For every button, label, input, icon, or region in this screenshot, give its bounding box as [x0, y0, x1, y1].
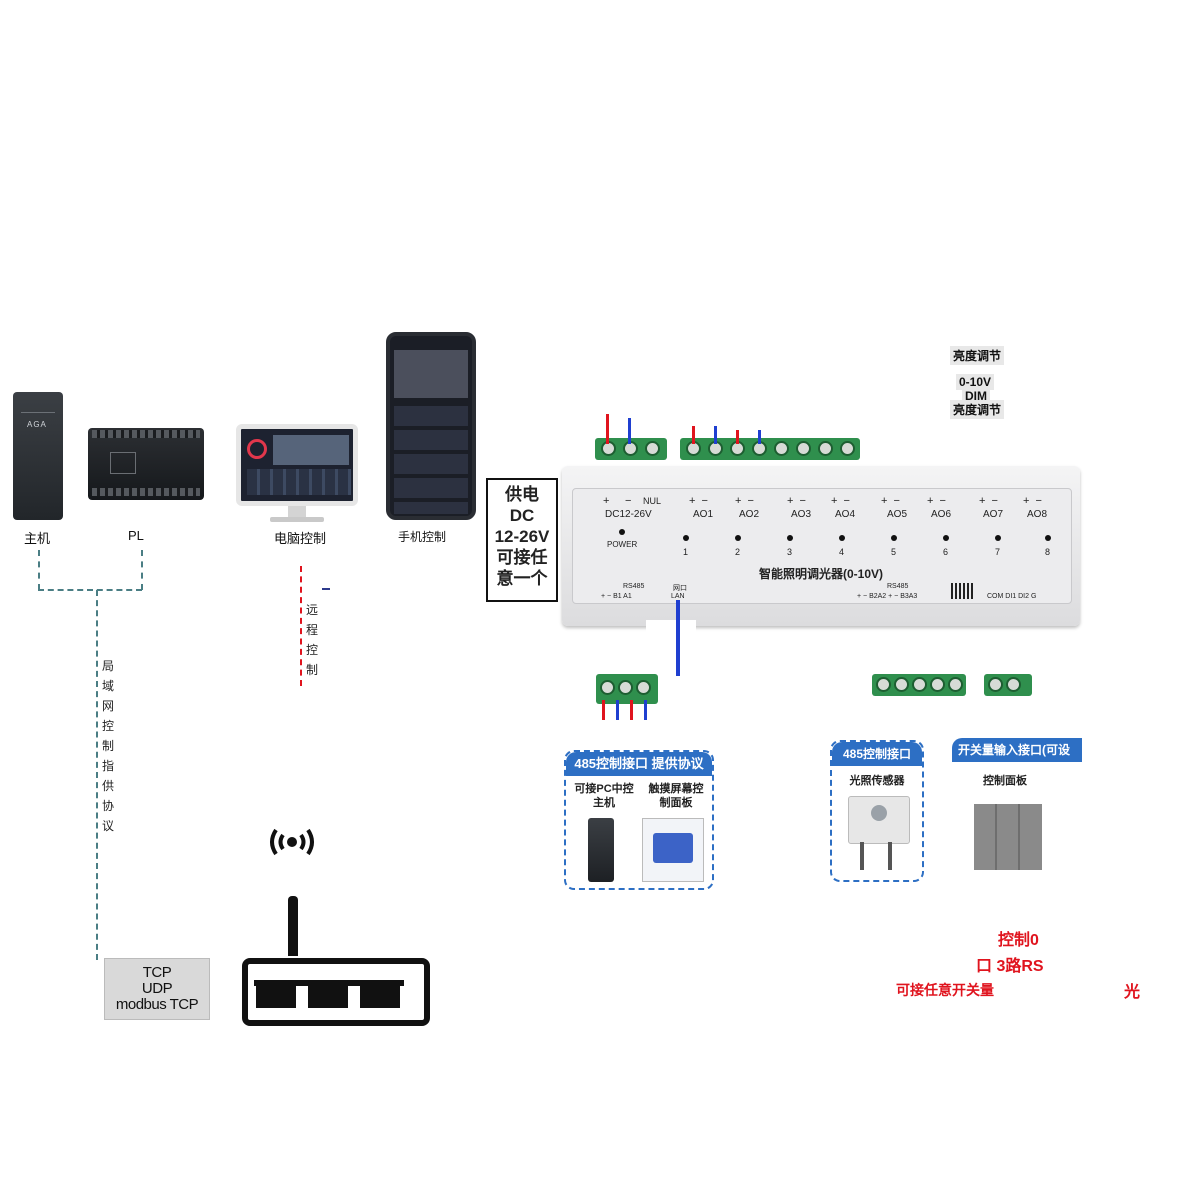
channel-led — [683, 535, 689, 541]
dim-note-1: 亮度调节 — [950, 346, 1004, 365]
card-switch-header: 开关量输入接口(可设 — [952, 738, 1082, 762]
channel-number: 5 — [891, 547, 896, 557]
module-panel: + − NUL DC12-26V POWER + − + − + − + − +… — [572, 488, 1072, 604]
router-port-icon — [308, 986, 348, 1008]
channel-led — [891, 535, 897, 541]
touch-panel-image — [642, 818, 704, 882]
plc-device — [88, 428, 204, 500]
channel-ao3: AO3 — [791, 509, 811, 520]
plc-label: PL — [128, 528, 144, 543]
rs485-terminal-block-2 — [872, 674, 966, 696]
power-note-2: 意一个 — [488, 568, 556, 589]
host-brand: AGA — [27, 420, 47, 429]
remote-control-note: 远程控制 — [306, 600, 320, 680]
red-note-1: 控制0 — [998, 926, 1039, 950]
channel-number: 8 — [1045, 547, 1050, 557]
remote-dashed-line — [300, 566, 302, 686]
protocol-box: TCP UDP modbus TCP — [104, 958, 210, 1020]
phone-device — [386, 332, 476, 520]
channel-number: 1 — [683, 547, 688, 557]
computer-monitor — [236, 424, 358, 506]
wire-blue — [628, 418, 631, 444]
qr-code-icon — [951, 583, 973, 599]
router-port-icon — [256, 986, 296, 1008]
host-label: 主机 — [24, 528, 50, 547]
lan-control-note: 局域网控制 指供协议 — [102, 656, 116, 836]
channel-led — [839, 535, 845, 541]
channel-number: 7 — [995, 547, 1000, 557]
channel-ao2: AO2 — [739, 509, 759, 520]
router-port-icon — [360, 986, 400, 1008]
power-title: 供电 — [488, 484, 556, 505]
channel-ao8: AO8 — [1027, 509, 1047, 520]
red-note-2: 口 3路RS — [976, 952, 1044, 976]
card-485-host-header: 485控制接口 提供协议 — [566, 752, 712, 776]
rs485-right-pins: + − B2A2 + − B3A3 — [857, 593, 917, 600]
channel-ao6: AO6 — [931, 509, 951, 520]
protocol-tcp: TCP — [105, 965, 209, 981]
light-sensor-image — [848, 796, 910, 844]
card-485-host-left-text: 可接PC中控主机 — [574, 782, 634, 810]
wifi-icon — [266, 824, 318, 864]
di-pins: COM DI1 DI2 G — [987, 593, 1036, 600]
lan-dashed-line-host — [38, 550, 40, 590]
rs485-left-pins: + − B1 A1 — [601, 593, 632, 600]
power-spec: DC12-26V — [605, 509, 652, 520]
host-device: AGA — [13, 392, 63, 520]
channel-number: 3 — [787, 547, 792, 557]
router-antenna — [288, 896, 298, 956]
card-485-host: 485控制接口 提供协议 可接PC中控主机 触摸屏幕控制面板 — [564, 750, 714, 890]
wire-red — [606, 414, 609, 444]
router-device — [242, 958, 430, 1026]
channel-ao1: AO1 — [693, 509, 713, 520]
rs485-right-label: RS485 — [887, 583, 908, 590]
pc-host-image — [588, 818, 614, 882]
channel-led — [735, 535, 741, 541]
card-485-host-right-text: 触摸屏幕控制面板 — [644, 782, 708, 810]
computer-label: 电脑控制 — [274, 528, 326, 547]
power-supply-label: 供电 DC 12-26V 可接任 意一个 — [486, 478, 558, 602]
power-led-label: POWER — [607, 540, 637, 549]
protocol-modbus: modbus TCP — [105, 997, 209, 1013]
power-note-1: 可接任 — [488, 547, 556, 568]
card-light-sensor: 485控制接口 光照传感器 — [830, 740, 924, 882]
di-terminal-block — [984, 674, 1032, 696]
channel-ao4: AO4 — [835, 509, 855, 520]
rs485-left-label: RS485 — [623, 583, 644, 590]
red-note-4: 光 — [1124, 978, 1140, 1002]
output-terminal-block — [680, 438, 860, 460]
channel-led — [1045, 535, 1051, 541]
power-voltage: 12-26V — [488, 526, 556, 547]
protocol-udp: UDP — [105, 981, 209, 997]
dimmer-module: + − NUL DC12-26V POWER + − + − + − + − +… — [562, 466, 1080, 626]
phone-label: 手机控制 — [398, 528, 446, 545]
channel-ao7: AO7 — [983, 509, 1003, 520]
lan-label: LAN — [671, 593, 685, 600]
switch-panel-image — [974, 804, 1042, 870]
power-dc: DC — [488, 505, 556, 526]
lan-dashed-line-plc — [141, 550, 143, 590]
red-note-3: 可接任意开关量 — [896, 980, 994, 1000]
lan-dashed-line-vertical — [96, 590, 98, 960]
card-switch-text: 控制面板 — [960, 774, 1050, 788]
power-terminal-minus: − — [625, 495, 631, 507]
channel-ao5: AO5 — [887, 509, 907, 520]
card-light-sensor-header: 485控制接口 — [832, 742, 922, 766]
channel-led — [995, 535, 1001, 541]
channel-led — [787, 535, 793, 541]
card-light-sensor-text: 光照传感器 — [832, 774, 922, 788]
power-terminal-nul: NUL — [643, 496, 661, 506]
dim-note-4: 亮度调节 — [950, 400, 1004, 419]
channel-led — [943, 535, 949, 541]
rs485-terminal-block — [596, 674, 658, 704]
power-led — [619, 529, 625, 535]
card-switch-input: 开关量输入接口(可设 控制面板 — [952, 738, 1082, 882]
module-name: 智能照明调光器(0-10V) — [759, 565, 883, 582]
channel-number: 2 — [735, 547, 740, 557]
power-terminal-plus: + — [603, 495, 609, 507]
lan-cn-label: 网口 — [673, 583, 687, 593]
lan-dashed-line-horizontal — [38, 589, 142, 591]
channel-number: 4 — [839, 547, 844, 557]
channel-number: 6 — [943, 547, 948, 557]
